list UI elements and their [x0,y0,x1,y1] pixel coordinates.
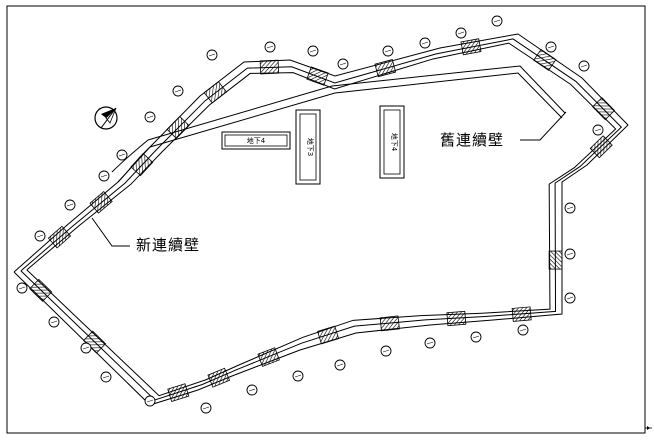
building-1-label: 地下4 [247,136,266,145]
monitoring-point-glyph-8 [294,374,302,378]
wall-panel-17 [317,325,340,345]
monitoring-point-glyph-9 [336,363,344,367]
monitoring-point-glyph-20 [493,19,501,23]
monitoring-point-glyph-29 [146,115,154,119]
monitoring-points [16,15,604,414]
monitoring-point-glyph-25 [309,49,317,53]
monitoring-point-glyph-32 [66,203,74,207]
wall-panel-16 [379,315,400,332]
old-wall-line-inner [149,72,563,148]
wall-panel-13 [548,250,563,270]
monitoring-point-glyph-1 [18,286,26,290]
building-1: 地下4 [221,131,291,150]
wall-panel-15 [446,310,467,327]
wall-panel-11 [592,97,616,121]
monitoring-point-glyph-27 [208,53,216,57]
building-2: 地下3 [295,109,321,185]
monitoring-point-glyph-7 [248,388,256,392]
new-wall-label: 新連續壁 [136,236,200,254]
monitoring-point-glyph-10 [382,349,390,353]
monitoring-point-glyph-28 [174,89,182,93]
monitoring-point-glyph-23 [384,49,392,53]
wall-panels [29,38,616,403]
wall-outline-2 [26,42,617,397]
wall-panel-9 [460,38,482,56]
monitoring-point-glyph-33 [36,234,44,238]
wall-panel-20 [167,383,190,403]
monitoring-point-glyph-16 [566,206,574,210]
new-wall-leader [91,217,130,247]
frame-tick-arrow [647,426,650,430]
wall-panel-2 [89,190,113,214]
old-wall-curve-outer [111,139,149,173]
wall-panel-22 [29,278,53,302]
wall-panel-8 [374,59,397,78]
monitoring-point-glyph-30 [118,153,126,157]
monitoring-point-glyph-3 [82,346,90,350]
wall-outline-1 [20,38,623,401]
monitoring-point-glyph-22 [421,41,429,45]
wall-panel-1 [47,225,72,249]
monitoring-point-glyph-31 [100,174,108,178]
old-wall-leader [520,111,567,141]
monitoring-point-glyph-17 [594,128,602,132]
monitoring-point-glyph-26 [266,45,274,49]
north-arrow-icon [94,106,118,130]
drawing-frame [6,5,646,434]
monitoring-point-glyph-21 [457,31,465,35]
monitoring-point-glyph-6 [202,406,210,410]
building-3: 地下4 [379,105,405,179]
monitoring-point-glyph-14 [566,296,574,300]
wall-panel-10 [533,48,557,71]
old-wall-line [147,65,566,141]
building-2-label: 地下3 [306,138,315,156]
monitoring-point-glyph-15 [566,252,574,256]
wall-panel-12 [589,135,613,159]
monitoring-point-glyph-5 [146,399,154,403]
old-wall-label: 舊連續壁 [440,131,504,149]
monitoring-point-glyph-2 [50,320,58,324]
wall-panel-6 [259,59,280,75]
monitoring-point-glyph-13 [519,328,527,332]
wall-panel-19 [207,367,231,388]
wall-panel-18 [257,347,280,367]
wall-panel-5 [203,81,228,104]
monitoring-point-glyph-18 [580,64,588,68]
monitoring-point-glyph-12 [472,335,480,339]
wall-panel-14 [511,306,532,322]
building-3-label: 地下4 [390,133,399,152]
monitoring-point-glyph-19 [547,45,555,49]
wall-panel-7 [306,66,329,86]
monitoring-point-glyph-11 [426,341,434,345]
monitoring-point-glyph-4 [102,375,110,379]
old-wall-curve [117,146,151,183]
monitoring-point-glyph-24 [339,62,347,66]
